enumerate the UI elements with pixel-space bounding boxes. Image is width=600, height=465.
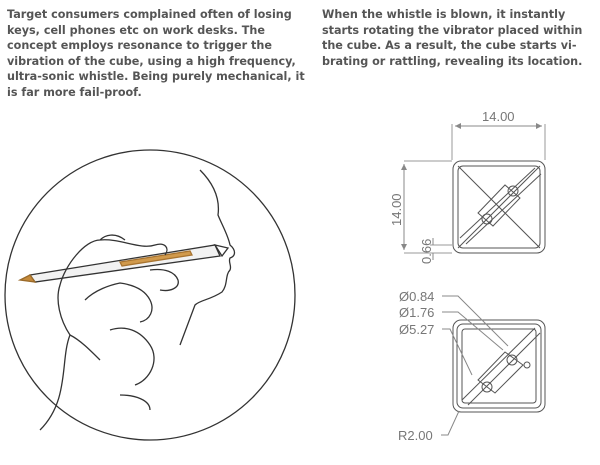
- wall-dimension: 0.66: [419, 239, 434, 264]
- height-dimension: 14.00: [389, 193, 404, 226]
- concept-description: Target consumers complained often of los…: [7, 8, 305, 99]
- radius-label: R2.00: [398, 428, 433, 443]
- width-dimension: 14.00: [482, 109, 515, 124]
- whistle-illustration: [4, 149, 296, 441]
- mechanism-description: When the whistle is blown, it instantly …: [322, 8, 583, 68]
- cube-section-view: [441, 295, 546, 436]
- diameter-1-label: Ø0.84: [399, 289, 434, 304]
- diameter-2-label: Ø1.76: [399, 305, 434, 320]
- cube-top-view: [401, 123, 546, 260]
- diameter-3-label: Ø5.27: [399, 322, 434, 337]
